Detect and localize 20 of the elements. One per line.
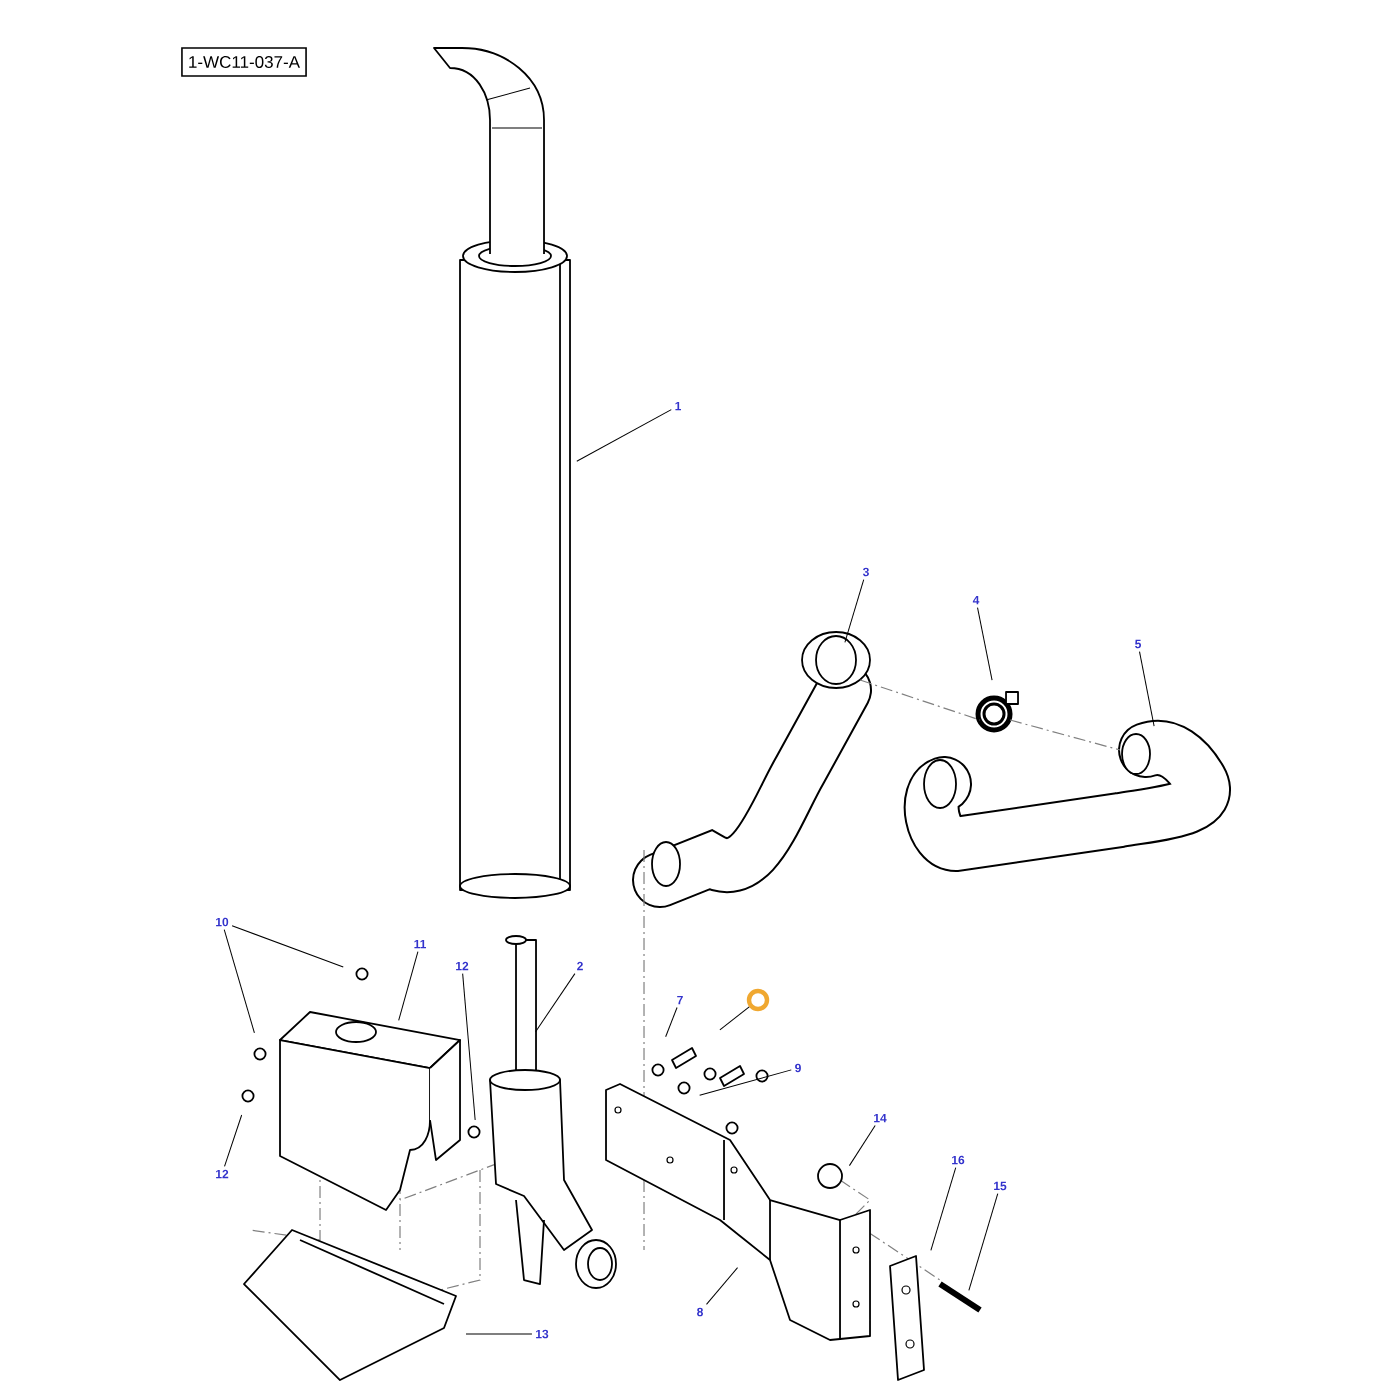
leader-line [465, 1333, 533, 1335]
leader-line [535, 973, 576, 1033]
leader-line [968, 1193, 999, 1291]
leader-line [223, 929, 255, 1034]
leader-line [706, 1267, 739, 1305]
highlight-ring [746, 988, 770, 1012]
leader-line [398, 951, 419, 1021]
leader-line [224, 1114, 243, 1167]
leader-line [848, 1125, 876, 1167]
leader-line [1139, 651, 1155, 727]
leader-line [844, 579, 865, 643]
drawing-number-box: 1-WC11-037-A [181, 47, 307, 77]
leader-line [576, 409, 672, 462]
leader-line [930, 1167, 957, 1251]
leader-line [699, 1069, 792, 1096]
leader-line [462, 973, 476, 1121]
leader-line [231, 925, 344, 968]
leader-line [977, 607, 993, 681]
leader-line [665, 1007, 678, 1038]
leader-line [719, 1006, 750, 1031]
